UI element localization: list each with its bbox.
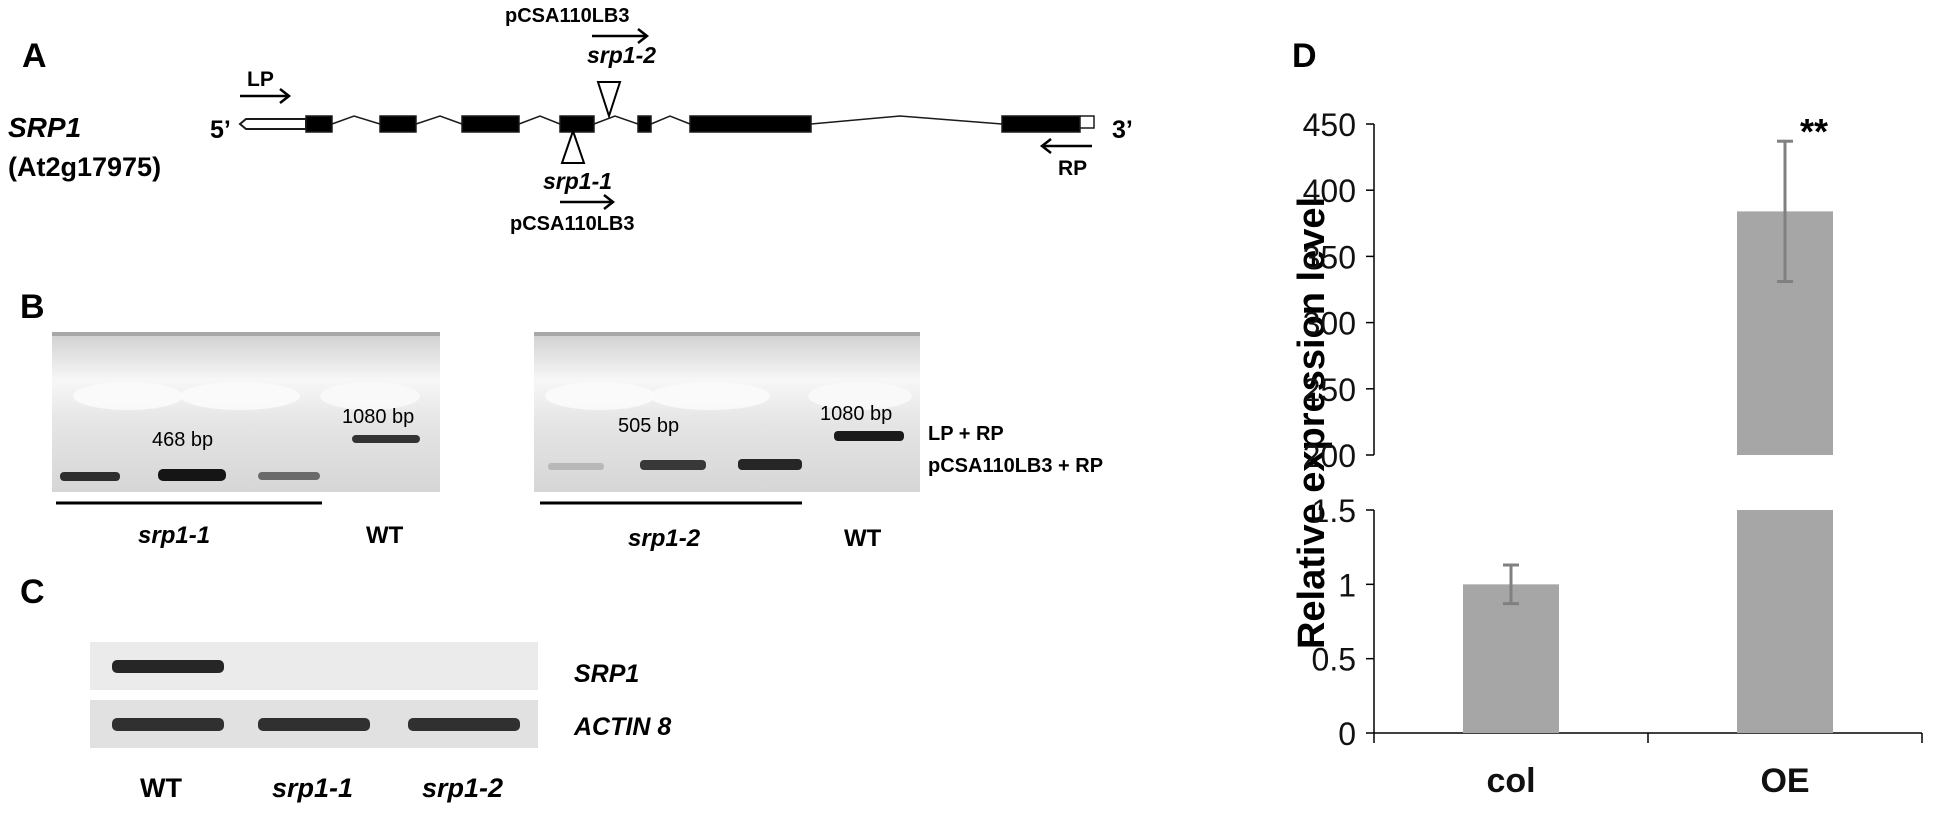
intron-line <box>810 115 1003 125</box>
panel-c-bands <box>112 660 520 731</box>
y-tick-label: 450 <box>1303 107 1356 143</box>
gene-name: SRP1 <box>8 112 81 143</box>
insert-top-primer-arrow <box>592 28 650 44</box>
insert-top-primer: pCSA110LB3 <box>505 5 630 27</box>
y-tick-label: 1 <box>1338 567 1356 603</box>
gel-band-actin-8-lane-2 <box>258 718 370 731</box>
intron-line <box>518 115 561 125</box>
gel-band <box>60 472 120 481</box>
insert-bottom-allele: srp1-1 <box>543 168 612 194</box>
y-tick-label: 250 <box>1303 372 1356 408</box>
exon <box>379 115 417 133</box>
y-tick-label: 0.5 <box>1312 642 1356 678</box>
significance-marker: ** <box>1800 111 1828 152</box>
three-prime-label: 3’ <box>1112 116 1133 144</box>
three-utr-block <box>1079 115 1095 129</box>
gel1-band-label: 468 bp <box>152 429 213 451</box>
y-tick-label: 400 <box>1303 173 1356 209</box>
lp-arrow <box>240 88 292 104</box>
lane-label-srp1-2: srp1-2 <box>422 773 503 803</box>
y-tick-label: 300 <box>1303 306 1356 342</box>
intron-line <box>650 115 691 125</box>
insertion-triangle-top <box>596 81 622 120</box>
panel-c-letter: C <box>20 573 45 611</box>
x-tick-label-col: col <box>1486 762 1535 800</box>
gel2-band-label: 505 bp <box>618 415 679 437</box>
panel-a-letter: A <box>22 37 47 75</box>
bar-chart: 0 0.5 1 1.5 200 250 300 350 400 450 col OE <box>1303 107 1923 800</box>
insert-top-allele: srp1-2 <box>587 42 656 68</box>
y-axis-title: Relative expression level <box>1291 197 1333 649</box>
intron-line <box>415 115 463 125</box>
gel-band <box>258 472 320 480</box>
insertion-triangle-bottom <box>560 127 586 164</box>
row1-label: SRP1 <box>574 660 639 688</box>
lp-label: LP <box>247 68 274 91</box>
gel2-wt-band-label: 1080 bp <box>820 403 892 425</box>
panel-b-letter: B <box>20 288 45 326</box>
intron-line <box>331 115 381 125</box>
insert-bottom-primer: pCSA110LB3 <box>510 213 635 235</box>
gel-band <box>640 460 706 470</box>
exon <box>1001 115 1081 133</box>
gel-band-actin-8-lane-3 <box>408 718 520 731</box>
gel-band <box>158 469 226 481</box>
gel-band-srp1-lane-1 <box>112 660 224 673</box>
row2-label: ACTIN 8 <box>573 713 671 741</box>
gene-id: (At2g17975) <box>8 152 161 182</box>
exon <box>689 115 812 133</box>
y-tick-label: 0 <box>1338 716 1356 752</box>
gel2-group-label: srp1-2 <box>628 525 701 552</box>
bar-oe <box>1737 510 1833 733</box>
bar-col <box>1463 584 1559 733</box>
gel1-group-label: srp1-1 <box>138 522 210 549</box>
panel-a: A SRP1 (At2g17975) 5’ 3’ <box>8 5 1133 235</box>
panel-b: B 468 bp 1080 bp srp1-1 WT <box>20 288 1103 552</box>
gene-model <box>238 115 1095 133</box>
gel2-wt-label: WT <box>844 525 882 552</box>
five-utr-block <box>238 118 307 130</box>
x-tick-label-oe: OE <box>1760 762 1809 800</box>
y-tick-label: 1.5 <box>1312 493 1356 529</box>
gel-2 <box>534 332 920 492</box>
primer-pair-upper: LP + RP <box>928 423 1004 445</box>
exon <box>559 115 595 133</box>
lane-label-wt: WT <box>140 773 182 803</box>
y-tick-label: 200 <box>1303 438 1356 474</box>
lane-label-srp1-1: srp1-1 <box>272 773 353 803</box>
panel-d-letter: D <box>1292 37 1317 75</box>
gel1-wt-band-label: 1080 bp <box>342 406 414 428</box>
exon <box>305 115 333 133</box>
exon <box>637 115 652 133</box>
gel1-wt-label: WT <box>366 522 404 549</box>
gel-1 <box>52 332 440 492</box>
gel-band-actin-8-lane-1 <box>112 718 224 731</box>
intron-line <box>593 115 639 125</box>
rp-label: RP <box>1058 157 1087 180</box>
rp-arrow <box>1039 138 1092 154</box>
insert-bottom-primer-arrow <box>560 194 616 210</box>
panel-d: D Relative expression level 0 0.5 1 1.5 200 2… <box>1291 37 1923 800</box>
primer-pair-lower: pCSA110LB3 + RP <box>928 455 1103 477</box>
five-prime-label: 5’ <box>210 116 231 144</box>
y-tick-label: 350 <box>1303 239 1356 275</box>
panel-c: C SRP1 ACTIN 8 WT srp1-1 srp1-2 <box>20 573 671 803</box>
gel-band <box>352 435 420 443</box>
gel-band <box>548 463 604 470</box>
gel-band <box>738 459 802 470</box>
gel-band <box>834 431 904 441</box>
exon <box>461 115 520 133</box>
